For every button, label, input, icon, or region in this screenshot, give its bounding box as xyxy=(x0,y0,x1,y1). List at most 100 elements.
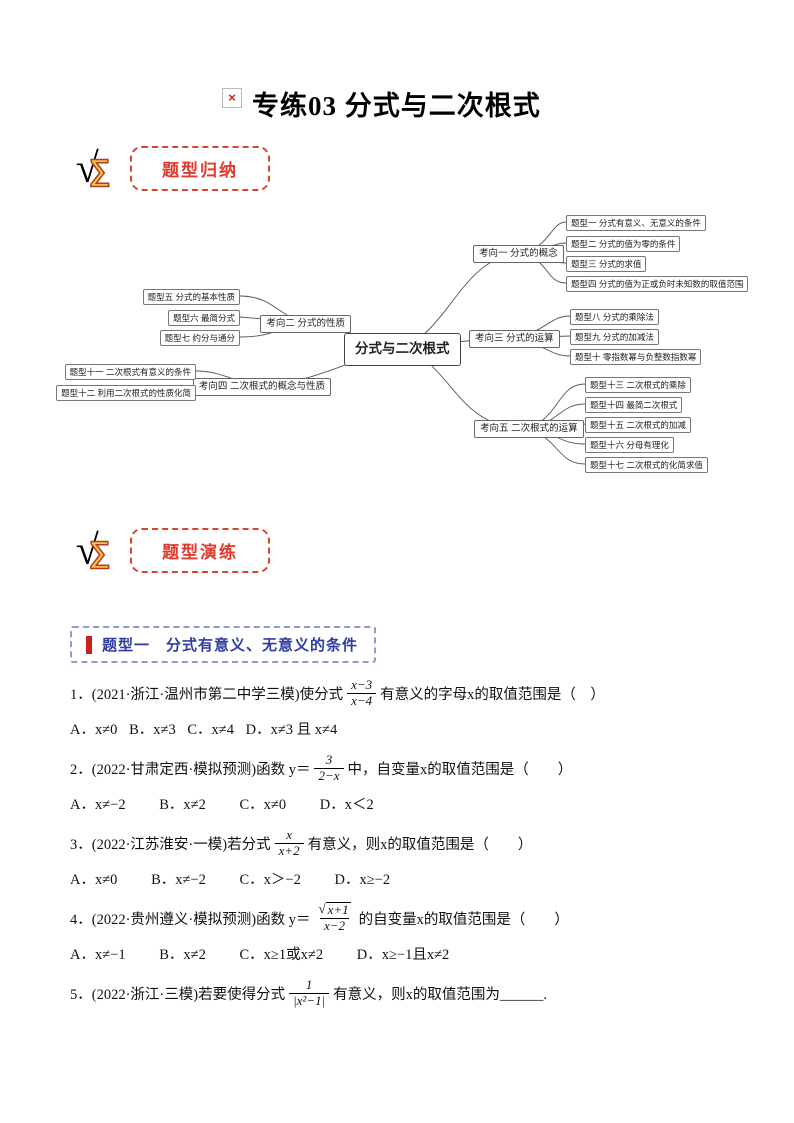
mindmap-leaf-13: 题型十三 二次根式的乘除 xyxy=(585,377,691,393)
option-d: D．x＜2 xyxy=(319,797,374,813)
fraction-denominator: x−4 xyxy=(347,692,377,709)
sqrt-sigma-logo: √ ∑ xyxy=(64,529,122,573)
broken-image-icon: × xyxy=(222,87,242,108)
fraction: 1 |x²−1| xyxy=(289,976,330,1009)
problem-text: 3．(2022·江苏淮安·一模)若分式 xyxy=(70,836,271,853)
fraction-numerator: x−3 xyxy=(351,676,373,692)
radicand: x+1 xyxy=(325,902,351,918)
mindmap-leaf-9: 题型九 分式的加减法 xyxy=(570,329,659,345)
option-d: D．x≥−1且x≠2 xyxy=(356,947,450,963)
problem-3-options: A．x≠0 B．x≠−2 C．x＞−2 D．x≥−2 xyxy=(70,868,730,889)
option-a: A．x≠−1 xyxy=(70,947,126,963)
section-heading-label: 题型一 分式有意义、无意义的条件 xyxy=(102,637,359,654)
mindmap-leaf-6: 题型六 最简分式 xyxy=(168,310,240,326)
badge-practice: 题型演练 xyxy=(130,528,270,573)
mindmap-leaf-10: 题型十 零指数幂与负整数指数幂 xyxy=(570,349,702,365)
problem-4: 4．(2022·贵州遵义·模拟预测)函数 y＝ √ x+1 x−2 的自变量x的… xyxy=(70,901,730,964)
fraction-denominator: x+2 xyxy=(274,842,304,859)
option-a: A．x≠−2 xyxy=(70,797,126,813)
sigma-icon: ∑ xyxy=(88,535,111,569)
fraction: 3 2−x xyxy=(314,751,344,784)
fraction-numerator: √ x+1 xyxy=(314,902,354,918)
fraction-denominator: x−2 xyxy=(320,918,350,934)
problem-text: 1．(2021·浙江·温州市第二中学三模)使分式 xyxy=(70,686,344,703)
mindmap-leaf-5: 题型五 分式的基本性质 xyxy=(142,289,240,305)
problem-1-options: A．x≠0 B．x≠3 C．x≠4 D．x≠3 且 x≠4 xyxy=(70,718,730,739)
mindmap-leaf-11: 题型十一 二次根式有意义的条件 xyxy=(64,364,196,380)
option-d: D．x≠3 且 x≠4 xyxy=(245,722,338,738)
option-c: C．x＞−2 xyxy=(239,872,301,888)
problem-3-statement: 3．(2022·江苏淮安·一模)若分式 x x+2 有意义，则x的取值范围是（ … xyxy=(70,826,730,860)
sqrt-sigma-logo: √ ∑ xyxy=(64,147,122,191)
mindmap-leaf-15: 题型十五 二次根式的加减 xyxy=(585,417,691,433)
fraction: x−3 x−4 xyxy=(347,676,377,709)
radical-icon: √ xyxy=(75,527,99,574)
problem-text: 5．(2022·浙江·三模)若要使得分式 xyxy=(70,986,286,1003)
mindmap-node-kaoxiang-1: 考向一 分式的概念 xyxy=(473,245,564,263)
mindmap-node-kaoxiang-5: 考向五 二次根式的运算 xyxy=(474,420,584,438)
mindmap: 分式与二次根式 考向一 分式的概念 考向二 分式的性质 考向三 分式的运算 考向… xyxy=(0,0,794,520)
problem-list: 1．(2021·浙江·温州市第二中学三模)使分式 x−3 x−4 有意义的字母x… xyxy=(70,676,730,1022)
mindmap-leaf-1: 题型一 分式有意义、无意义的条件 xyxy=(566,215,706,231)
option-c: C．x≥1或x≠2 xyxy=(239,947,324,963)
fraction-numerator: 1 xyxy=(305,976,313,992)
problem-2: 2．(2022·甘肃定西·模拟预测)函数 y＝ 3 2−x 中，自变量x的取值范… xyxy=(70,751,730,814)
problem-text: 的自变量x的取值范围是（ ） xyxy=(358,911,569,928)
problem-text: 中，自变量x的取值范围是（ ） xyxy=(347,761,573,778)
mindmap-node-kaoxiang-3: 考向三 分式的运算 xyxy=(469,330,560,348)
problem-1-statement: 1．(2021·浙江·温州市第二中学三模)使分式 x−3 x−4 有意义的字母x… xyxy=(70,676,730,710)
problem-text: 4．(2022·贵州遵义·模拟预测)函数 y＝ xyxy=(70,911,311,928)
mindmap-center-node: 分式与二次根式 xyxy=(344,333,461,366)
mindmap-node-kaoxiang-4: 考向四 二次根式的概念与性质 xyxy=(192,378,331,396)
problem-text: 有意义，则x的取值范围为______. xyxy=(333,986,548,1003)
problem-3: 3．(2022·江苏淮安·一模)若分式 x x+2 有意义，则x的取值范围是（ … xyxy=(70,826,730,889)
badge-summary-row: √ ∑ 题型归纳 xyxy=(64,146,270,191)
fraction-numerator: 3 xyxy=(325,751,333,767)
radical-icon: √ xyxy=(318,901,326,917)
problem-2-options: A．x≠−2 B．x≠2 C．x≠0 D．x＜2 xyxy=(70,793,730,814)
fraction-denominator: 2−x xyxy=(314,767,344,784)
problem-text: 2．(2022·甘肃定西·模拟预测)函数 y＝ xyxy=(70,761,311,778)
mindmap-connectors xyxy=(195,221,586,465)
fraction-numerator: x xyxy=(286,826,292,842)
problem-2-statement: 2．(2022·甘肃定西·模拟预测)函数 y＝ 3 2−x 中，自变量x的取值范… xyxy=(70,751,730,785)
fraction: √ x+1 x−2 xyxy=(314,902,354,934)
option-a: A．x≠0 xyxy=(70,722,118,738)
problem-5-statement: 5．(2022·浙江·三模)若要使得分式 1 |x²−1| 有意义，则x的取值范… xyxy=(70,976,730,1010)
problem-1: 1．(2021·浙江·温州市第二中学三模)使分式 x−3 x−4 有意义的字母x… xyxy=(70,676,730,739)
mindmap-leaf-7: 题型七 约分与通分 xyxy=(159,330,240,346)
mindmap-leaf-12: 题型十二 利用二次根式的性质化简 xyxy=(56,385,196,401)
option-b: B．x≠2 xyxy=(159,947,206,963)
mindmap-leaf-4: 题型四 分式的值为正或负时未知数的取值范围 xyxy=(566,276,749,292)
fraction-denominator: |x²−1| xyxy=(289,992,330,1009)
option-a: A．x≠0 xyxy=(70,872,118,888)
mindmap-leaf-2: 题型二 分式的值为零的条件 xyxy=(566,236,681,252)
mindmap-leaf-17: 题型十七 二次根式的化简求值 xyxy=(585,457,708,473)
mindmap-leaf-3: 题型三 分式的求值 xyxy=(566,256,647,272)
problem-4-statement: 4．(2022·贵州遵义·模拟预测)函数 y＝ √ x+1 x−2 的自变量x的… xyxy=(70,901,730,935)
badge-practice-label: 题型演练 xyxy=(162,543,238,562)
problem-text: 有意义，则x的取值范围是（ ） xyxy=(307,836,533,853)
mindmap-leaf-8: 题型八 分式的乘除法 xyxy=(570,309,659,325)
mindmap-node-kaoxiang-2: 考向二 分式的性质 xyxy=(260,315,351,333)
title-row: × 专练03 分式与二次根式 xyxy=(222,84,541,123)
option-c: C．x≠0 xyxy=(239,797,287,813)
mindmap-leaf-14: 题型十四 最简二次根式 xyxy=(585,397,683,413)
mindmap-leaf-16: 题型十六 分母有理化 xyxy=(585,437,674,453)
heading-accent-bar xyxy=(86,635,92,654)
problem-text: 有意义的字母x的取值范围是（ ） xyxy=(380,686,605,703)
radical-icon: √ xyxy=(75,145,99,192)
section-heading: 题型一 分式有意义、无意义的条件 xyxy=(70,626,377,663)
problem-4-options: A．x≠−1 B．x≠2 C．x≥1或x≠2 D．x≥−1且x≠2 xyxy=(70,943,730,964)
square-root: √ x+1 xyxy=(318,901,351,918)
sigma-icon: ∑ xyxy=(88,153,111,187)
option-d: D．x≥−2 xyxy=(334,872,391,888)
badge-summary-label: 题型归纳 xyxy=(162,161,238,180)
badge-practice-row: √ ∑ 题型演练 xyxy=(64,528,270,573)
option-c: C．x≠4 xyxy=(187,722,234,738)
badge-summary: 题型归纳 xyxy=(130,146,270,191)
fraction: x x+2 xyxy=(274,826,304,859)
option-b: B．x≠3 xyxy=(129,722,176,738)
option-b: B．x≠2 xyxy=(159,797,206,813)
